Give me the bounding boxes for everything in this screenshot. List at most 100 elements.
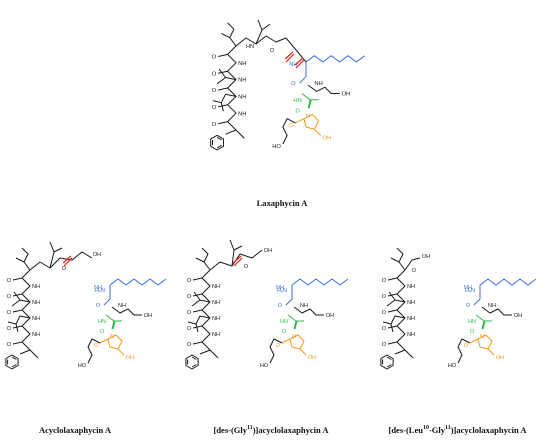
carbonyl-bond-4 — [218, 121, 228, 125]
hse-lower — [87, 338, 101, 364]
phenyl-ring — [185, 354, 199, 370]
side-chain-leu — [212, 93, 237, 112]
hse-oh-label: OH — [514, 313, 522, 319]
proline-o-label: O — [94, 343, 99, 349]
amide-nh-label: NH — [407, 332, 415, 338]
carbonyl-bond-4 — [387, 341, 398, 345]
proline-ring — [477, 334, 493, 350]
carbonyl-o-label: O — [212, 71, 217, 77]
side-chain-leu — [187, 315, 211, 333]
side-chain-phe — [19, 349, 31, 355]
carbonyl-o-label: O — [187, 294, 192, 300]
caption-des-gly11: [des-(Gly11)]acyclolaxaphycin A — [213, 425, 329, 435]
acid-o-label: O — [62, 266, 67, 272]
lipid-nh-label: NH — [289, 62, 297, 68]
hse-oh-label: OH — [342, 92, 351, 98]
amide-nh-label: NH — [238, 61, 246, 67]
phenyl-ring-double — [212, 136, 222, 149]
dehydro-residue — [105, 314, 122, 330]
dehydro-hn-label: HN — [280, 319, 288, 325]
amide-nh-label: NH — [238, 78, 246, 84]
proline-oh-label: OH — [323, 136, 332, 142]
carbonyl-bond-2 — [192, 309, 203, 313]
carbonyl-bond-3 — [192, 325, 203, 329]
proline-o-label: O — [464, 343, 469, 349]
phenyl-ring-double — [382, 356, 392, 368]
hse-lower-ho-label: HO — [260, 363, 269, 369]
amine-h2n-label: H₂N — [95, 288, 105, 294]
backbone-left — [21, 269, 39, 359]
amide-nh-label: NH — [407, 284, 415, 290]
lipid-chain — [291, 278, 349, 286]
carbonyl-o-label: O — [7, 342, 12, 348]
carbonyl-o-label: O — [7, 278, 12, 284]
cleavage-mark — [233, 257, 243, 267]
backbone-left — [227, 45, 245, 139]
dehydro-o-label: O — [295, 108, 300, 114]
proline-n-label: N — [292, 334, 296, 340]
carbonyl-o-label: O — [382, 278, 387, 284]
amide-nh-label: NH — [407, 316, 415, 322]
side-chain-leu-top — [49, 241, 63, 269]
dehydro-residue — [475, 314, 492, 330]
carbonyl-o-label: O — [382, 294, 387, 300]
carbonyl-bond-3 — [218, 104, 228, 108]
hse-lower — [457, 338, 471, 364]
dehydro-residue — [301, 93, 319, 109]
carbonyl-o-label: O — [212, 122, 217, 128]
caption-des-leu10-gly11: [des-(Leu10-Gly11)]acyclolaxaphycin A — [388, 425, 527, 435]
amide-nh-label: NH — [212, 332, 220, 338]
cleavage-mark-1-2 — [284, 51, 294, 60]
lipid-nh-label: NH — [464, 285, 472, 291]
caption-acyclolaxaphycin-a: Acyclolaxaphycin A — [38, 425, 112, 435]
hse-nh-label: NH — [300, 303, 308, 309]
hse-residue — [307, 84, 340, 94]
side-chain-leu — [7, 315, 31, 333]
hse-residue — [293, 306, 324, 316]
top-hn-label: HN — [246, 44, 254, 50]
top-o-label: O — [270, 48, 275, 54]
hse-residue — [481, 306, 512, 316]
carbonyl-bond-0 — [387, 277, 398, 281]
lipid-backbone — [473, 285, 481, 306]
acid-o-label: O — [244, 264, 249, 270]
lipid-backbone — [299, 62, 307, 84]
proline-bonds — [295, 118, 322, 136]
phenyl-ring — [5, 354, 19, 370]
carbonyl-o-label: O — [187, 326, 192, 332]
lipid-o-label: O — [96, 303, 101, 309]
cleavage-mark-2 — [62, 255, 72, 264]
carbonyl-o-label: O — [382, 342, 387, 348]
amide-nh-label: NH — [212, 316, 220, 322]
phenyl-ring — [210, 134, 224, 151]
side-chain-ile-1 — [390, 247, 406, 271]
hse-oh-label: OH — [144, 313, 152, 319]
side-chain-ile-2 — [11, 291, 31, 307]
hse-lower-ho-label: HO — [78, 363, 87, 369]
lipid-chain — [305, 55, 366, 63]
carbonyl-bond-1 — [387, 293, 398, 297]
carbonyl-o-label: O — [7, 326, 12, 332]
proline-bonds — [469, 338, 495, 356]
carbonyl-bond-1 — [12, 293, 23, 297]
macrocycle-top — [235, 35, 307, 63]
lipid-chain — [109, 278, 167, 286]
lipid-backbone — [285, 285, 293, 306]
carbonyl-bond-3 — [12, 325, 23, 329]
carbonyl-o-label: O — [212, 105, 217, 111]
hse-residue — [111, 306, 142, 316]
hse-nh-label: NH — [488, 303, 496, 309]
lipid-backbone — [103, 285, 111, 306]
proline-n-label: N — [110, 334, 114, 340]
carbonyl-o-label: O — [382, 310, 387, 316]
lipid-o-label: O — [278, 303, 283, 309]
cleavage-mark-2 — [295, 59, 305, 69]
proline-bonds — [99, 338, 125, 356]
acid-oh-label: OH — [264, 248, 272, 254]
open-chain-top — [29, 251, 93, 271]
amide-nh-label: NH — [32, 284, 40, 290]
side-chain-ile-2 — [191, 291, 211, 307]
